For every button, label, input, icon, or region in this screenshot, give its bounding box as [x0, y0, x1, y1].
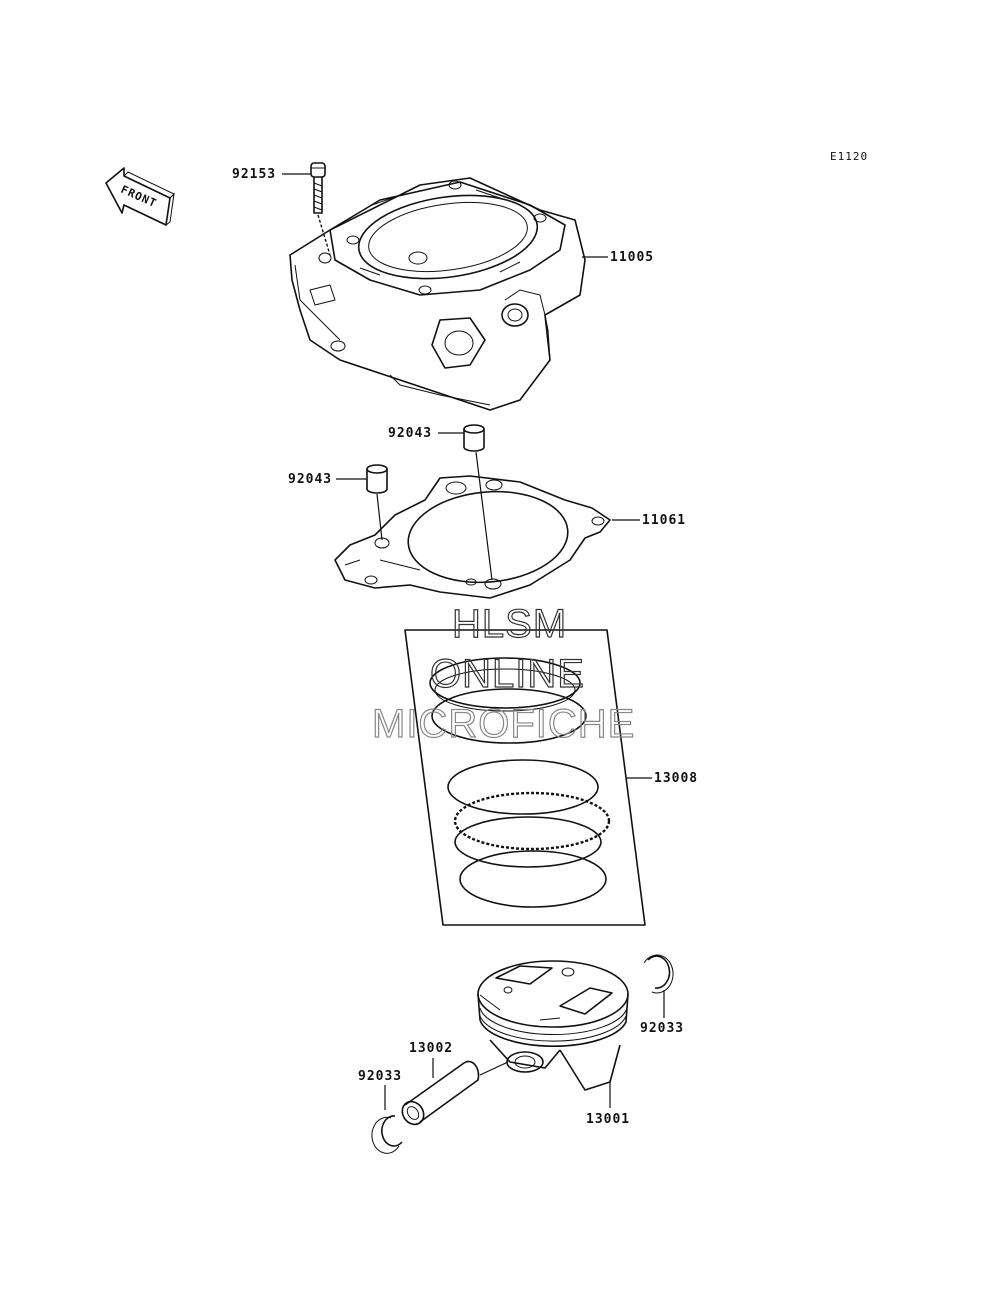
front-arrow-icon: FRONT [105, 167, 175, 226]
dowel-pin-lower[interactable] [366, 464, 388, 494]
piston-pin-circlip-right[interactable] [643, 954, 674, 994]
part-number-92043-upper[interactable]: 92043 [388, 426, 432, 441]
part-number-11061[interactable]: 11061 [642, 513, 686, 528]
part-number-92033-right[interactable]: 92033 [640, 1021, 684, 1036]
dowel-pin-upper[interactable] [463, 424, 485, 452]
leader-dowel-lower-axis [376, 493, 383, 541]
part-number-92043-lower[interactable]: 92043 [288, 472, 332, 487]
watermark: HLSM ONLINE MICROFICHE [371, 601, 635, 746]
piston-pin-circlip-left[interactable] [371, 1115, 403, 1154]
cylinder-bolt[interactable] [310, 162, 326, 214]
leader-bolt-axis [317, 214, 331, 256]
cylinder-base-gasket[interactable] [334, 475, 611, 599]
cylinder[interactable] [289, 177, 586, 411]
piston[interactable] [477, 960, 629, 1091]
part-number-92033-left[interactable]: 92033 [358, 1069, 402, 1084]
part-number-13001[interactable]: 13001 [586, 1112, 630, 1127]
watermark-line-2: ONLINE [430, 652, 585, 696]
piston-ring-set[interactable] [404, 629, 646, 926]
leader-dowel-upper-axis [475, 451, 493, 581]
part-number-13008[interactable]: 13008 [654, 771, 698, 786]
piston-pin[interactable] [398, 1060, 480, 1128]
part-number-13002[interactable]: 13002 [409, 1041, 453, 1056]
diagram-code: E1120 [830, 150, 868, 163]
watermark-line-1: HLSM [452, 602, 567, 646]
part-number-11005[interactable]: 11005 [610, 250, 654, 265]
part-number-92153[interactable]: 92153 [232, 167, 276, 182]
leader-piston-pin-axis [479, 1061, 509, 1076]
watermark-line-3: MICROFICHE [372, 702, 635, 746]
